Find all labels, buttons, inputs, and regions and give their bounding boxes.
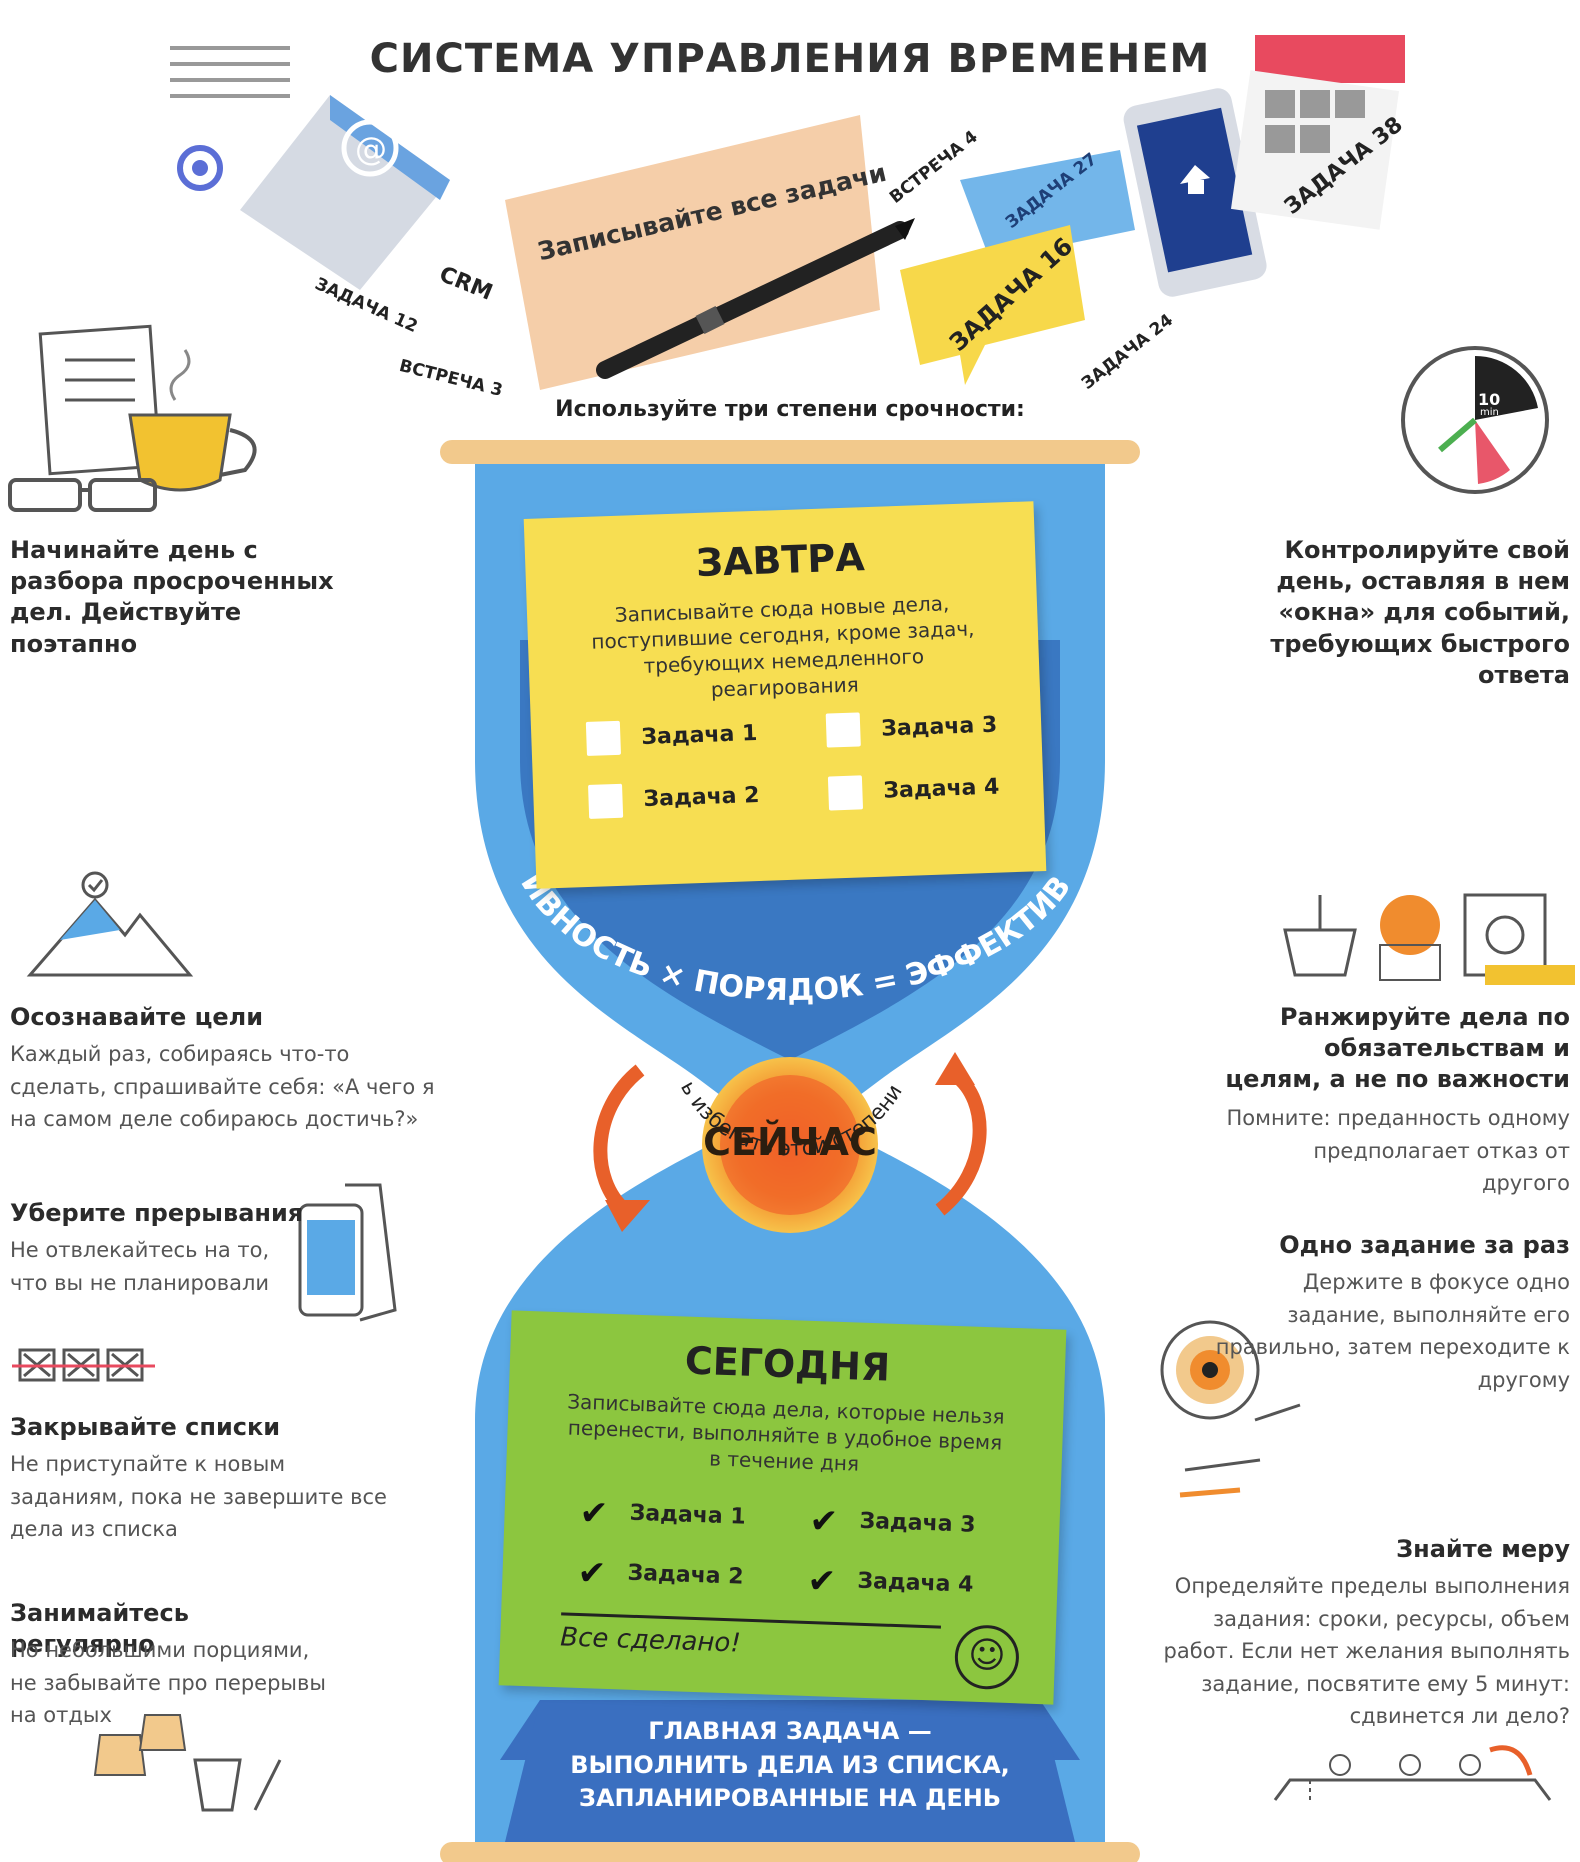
- left-tip-3-text: Не отвлекайтесь на то, что вы не планиро…: [10, 1238, 270, 1295]
- tomorrow-note: ЗАВТРА Записывайте сюда новые дела, пост…: [523, 501, 1047, 889]
- calendar-icon: [1230, 35, 1405, 230]
- chat-bubble-blue: [960, 150, 1135, 260]
- clock-num: 10: [1478, 390, 1501, 409]
- right-tip-1-heading: Контролируйте свой день, оставляя в нем …: [1270, 536, 1570, 689]
- today-task-2: Задача 2: [627, 1560, 744, 1590]
- today-text: Записывайте сюда дела, которые нельзя пе…: [566, 1389, 1005, 1476]
- priorities-icons: [1283, 893, 1575, 985]
- page-title: СИСТЕМА УПРАВЛЕНИЯ ВРЕМЕНЕМ: [369, 36, 1211, 82]
- tomorrow-title: ЗАВТРА: [695, 535, 866, 586]
- left-tip-2-heading: Осознавайте цели: [10, 1003, 264, 1031]
- clock-unit: min: [1480, 407, 1499, 418]
- coffee-cup-icon: [38, 324, 257, 492]
- right-tip-3-text: Держите в фокусе одно задание, выполняйт…: [1215, 1270, 1570, 1392]
- pen-icon: [596, 218, 915, 379]
- urgency-line: Используйте три степени срочности:: [555, 397, 1025, 422]
- now-label: СЕЙЧАС: [703, 1120, 877, 1164]
- smiley-icon: ☺: [953, 1624, 1020, 1691]
- tomorrow-task-1: Задача 1: [640, 720, 758, 751]
- right-tip-4-heading: Знайте меру: [1396, 1535, 1570, 1563]
- today-check-2[interactable]: ✔: [576, 1552, 607, 1594]
- left-tip-3-heading: Уберите прерывания: [10, 1199, 304, 1227]
- note-card-bg: [505, 115, 880, 390]
- today-task-3: Задача 3: [859, 1508, 976, 1538]
- mountain-goal-icon: [26, 871, 194, 977]
- today-title: СЕГОДНЯ: [684, 1338, 891, 1390]
- hourglass-top-rim: [440, 440, 1140, 464]
- left-tip-4-text: Не приступайте к новым заданиям, пока не…: [10, 1452, 387, 1542]
- phone-icon: [1123, 88, 1267, 297]
- closed-list-icon: [12, 1348, 155, 1382]
- tomorrow-checkbox-1[interactable]: [585, 720, 621, 756]
- main-task-line3: ЗАПЛАНИРОВАННЫЕ НА ДЕНЬ: [578, 1784, 1002, 1813]
- svg-text:@: @: [355, 130, 387, 168]
- right-tip-2-text: Помните: преданность одному предполагает…: [1226, 1106, 1571, 1196]
- today-check-4[interactable]: ✔: [806, 1560, 837, 1602]
- today-check-3[interactable]: ✔: [808, 1500, 839, 1542]
- right-tip-2-heading: Ранжируйте дела по обязательствам и целя…: [1225, 1003, 1570, 1094]
- tomorrow-task-4: Задача 4: [882, 774, 1000, 804]
- document-icon: [170, 46, 290, 98]
- tomorrow-checkbox-2[interactable]: [588, 783, 624, 819]
- today-check-1[interactable]: ✔: [578, 1492, 609, 1534]
- today-task-4: Задача 4: [857, 1568, 974, 1598]
- main-task-banner: [505, 1700, 1075, 1842]
- limits-icon: [1273, 1745, 1552, 1801]
- right-tip-3-heading: Одно задание за раз: [1279, 1231, 1570, 1259]
- phone-cat-icon: [298, 1183, 397, 1322]
- tomorrow-task-2: Задача 2: [643, 782, 760, 812]
- left-tip-4-heading: Закрывайте списки: [10, 1413, 281, 1441]
- main-task-line1: ГЛАВНАЯ ЗАДАЧА —: [648, 1717, 932, 1745]
- tomorrow-checkbox-4[interactable]: [827, 775, 864, 811]
- today-done: Все сделано!: [559, 1622, 742, 1659]
- hourglass-bottom-rim: [440, 1842, 1140, 1862]
- left-tip-5-heading: Занимайтесь регулярно: [10, 1599, 189, 1659]
- tomorrow-task-3: Задача 3: [880, 712, 998, 742]
- tomorrow-checkbox-3[interactable]: [825, 712, 861, 748]
- target-small-icon: [177, 145, 223, 191]
- tomorrow-text: Записывайте сюда новые дела, поступившие…: [590, 591, 975, 702]
- today-note: СЕГОДНЯ Записывайте сюда дела, которые н…: [498, 1310, 1067, 1705]
- dartboard-icon: [1160, 1320, 1301, 1498]
- glasses-icon: [8, 478, 157, 512]
- right-orange-arrow: [935, 1069, 987, 1216]
- main-task: ГЛАВНАЯ ЗАДАЧА — ВЫПОЛНИТЬ ДЕЛА ИЗ СПИСК…: [520, 1715, 1060, 1816]
- left-tip-1-heading: Начинайте день с разбора просроченных де…: [10, 536, 334, 658]
- left-tip-2-text: Каждый раз, собираясь что-то сделать, сп…: [10, 1042, 435, 1132]
- right-tip-4-text: Определяйте пределы выполнения задания: …: [1163, 1574, 1570, 1729]
- left-tip-5-text: Но небольшими порциями, не забывайте про…: [10, 1638, 326, 1728]
- clock-icon: [1401, 346, 1549, 494]
- email-envelope-icon: @: [240, 95, 450, 290]
- sand-buckets-icon: [93, 1714, 282, 1812]
- main-task-line2: ВЫПОЛНИТЬ ДЕЛА ИЗ СПИСКА,: [570, 1750, 1010, 1779]
- chat-bubble-yellow: [900, 225, 1085, 385]
- left-orange-arrow: [593, 1064, 645, 1216]
- today-task-1: Задача 1: [629, 1500, 747, 1530]
